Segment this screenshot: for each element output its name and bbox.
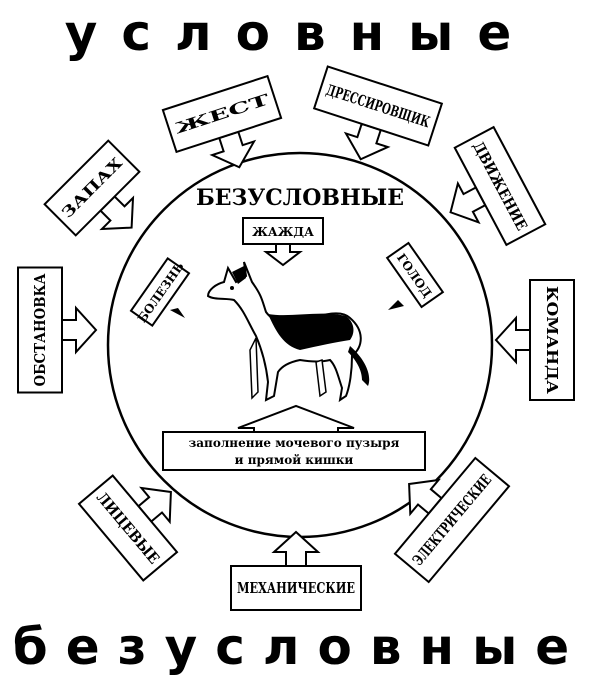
stimulus-label: МЕХАНИЧЕСКИЕ [237, 579, 355, 597]
bladder-arrow: заполнение мочевого пузыря и прямой кишк… [162, 404, 426, 471]
stimulus-box [43, 139, 141, 237]
title-unconditioned: безусловные [13, 618, 587, 676]
inner-title: БЕЗУСЛОВНЫЕ [196, 185, 404, 211]
hunger-arrow-head [388, 300, 404, 310]
stimulus-box [453, 125, 547, 247]
thirst-label: ЖАЖДА [252, 225, 314, 239]
facial-stimulus-arrow: ЛИЦЕВЫЕ [77, 474, 179, 582]
stimulus-box [393, 456, 511, 584]
arrow-icon [449, 180, 487, 225]
electrical-stimulus-arrow: ЭЛЕКТРИЧЕСКИЕ [393, 456, 511, 584]
mechanical-stimulus-arrow: МЕХАНИЧЕСКИЕ [230, 530, 362, 611]
bladder-label-line2: и прямой кишки [235, 453, 354, 467]
arrow-icon [99, 195, 135, 231]
arrow-icon [137, 486, 172, 525]
hunger-arrow: ГОЛОД [385, 241, 445, 309]
command-stimulus-arrow: КОМАНДА [494, 279, 575, 401]
arrow-icon [271, 530, 321, 567]
stimulus-box [230, 565, 362, 611]
environment-stimulus-arrow: ОБСТАНОВКА [17, 266, 98, 394]
stimulus-box [529, 279, 575, 401]
illness-arrow-head [170, 308, 185, 318]
stimulus-label: КОМАНДА [543, 286, 561, 395]
arrow-icon [494, 315, 531, 365]
stimulus-box [161, 74, 283, 154]
stimulus-label: ОБСТАНОВКА [31, 273, 49, 387]
arrow-icon [408, 478, 443, 517]
trainer-stimulus-arrow: ДРЕССИРОВЩИК [312, 65, 444, 161]
smell-stimulus-arrow: ЗАПАХ [43, 139, 141, 237]
illness-arrow: БОЛЕЗНЬ [129, 256, 191, 328]
stimulus-box [312, 65, 444, 147]
movement-stimulus-arrow: ДВИЖЕНИЕ [449, 125, 547, 247]
thirst-arrow: ЖАЖДА [242, 217, 324, 267]
stimulus-box [77, 474, 179, 582]
bladder-label-line1: заполнение мочевого пузыря [189, 436, 400, 450]
dog-illustration [206, 261, 370, 403]
arrow-icon [209, 130, 257, 169]
arrow-icon [61, 305, 98, 355]
arrow-icon [343, 122, 391, 161]
stimulus-box [17, 266, 63, 394]
title-conditioned: условные [65, 4, 536, 62]
